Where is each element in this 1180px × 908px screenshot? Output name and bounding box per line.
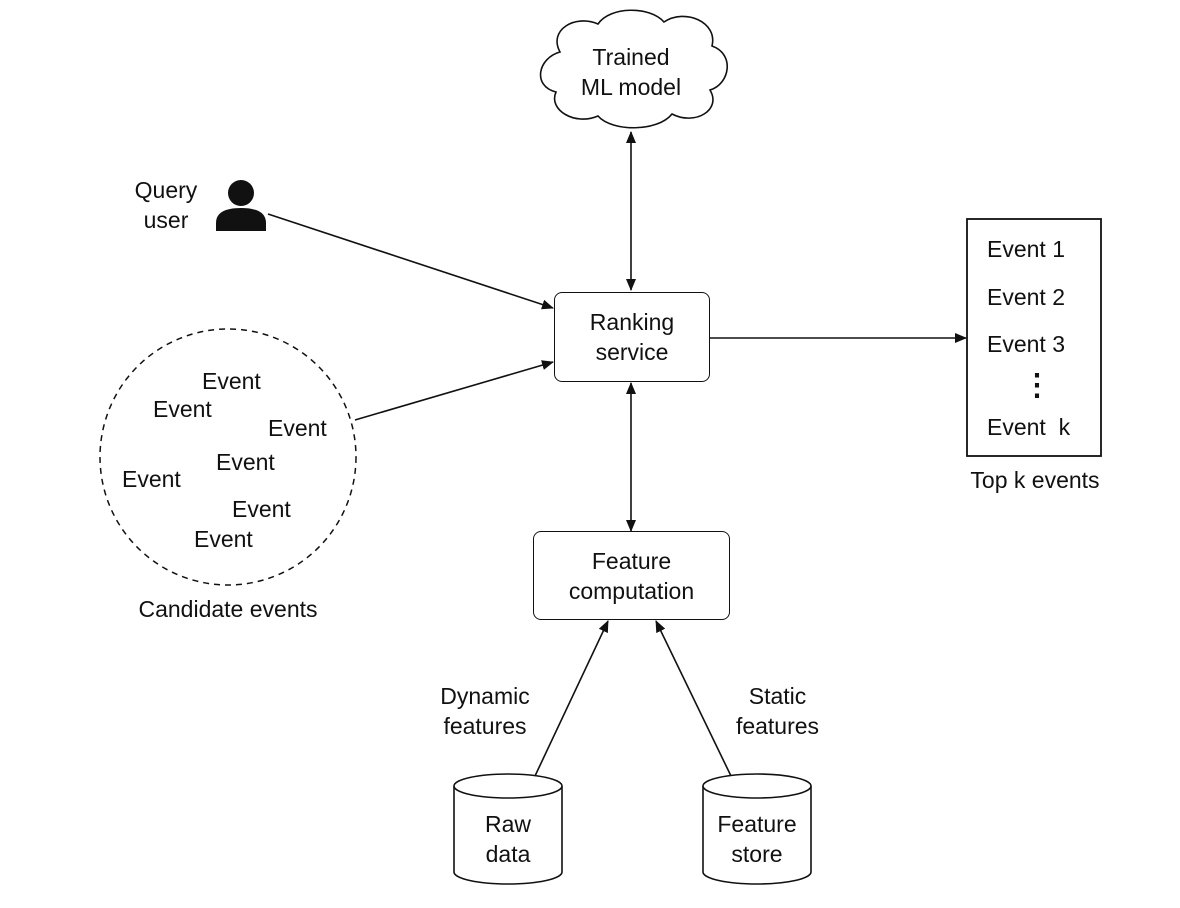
ranking-line2: service — [595, 339, 669, 365]
feature-store-line1: Feature — [717, 811, 797, 837]
query-user-line1: Query — [134, 177, 198, 203]
candidate-event: Event — [232, 496, 291, 522]
arrow-candidates-ranking — [354, 360, 554, 421]
feature-store-line2: store — [731, 841, 783, 867]
raw-data-line1: Raw — [484, 811, 531, 837]
candidate-event: Event — [122, 466, 181, 492]
feature-store-cylinder — [702, 773, 812, 885]
cloud-shape — [539, 9, 729, 129]
arrow-rawdata-features — [534, 620, 609, 777]
top-k-caption: Top k events — [970, 467, 1100, 493]
candidate-event: Event — [268, 415, 327, 441]
static-line1: Static — [748, 683, 807, 709]
static-line2: features — [735, 713, 820, 739]
model-label: Trained ML model — [560, 42, 702, 102]
top-k-item: Event 2 — [987, 284, 1065, 310]
top-k-ellipsis: ⋮ — [1022, 369, 1052, 402]
top-k-box — [966, 218, 1102, 457]
candidate-event: Event — [216, 449, 275, 475]
candidate-event: Event — [153, 396, 212, 422]
static-features-label: Static features — [720, 681, 835, 741]
raw-data-label: Raw data — [454, 809, 562, 869]
arrow-user-ranking — [267, 213, 554, 310]
ranking-line1: Ranking — [589, 309, 675, 335]
top-k-item: Event 1 — [987, 236, 1065, 262]
top-k-item: Event 3 — [987, 331, 1065, 357]
dynamic-line2: features — [443, 713, 527, 739]
arrow-featurestore-features — [655, 620, 732, 777]
candidate-events-circle — [99, 328, 357, 586]
candidate-event: Event — [202, 368, 261, 394]
raw-data-cylinder — [453, 773, 563, 885]
feature-computation-box: Feature computation — [533, 531, 730, 620]
feature-computation-line1: Feature — [591, 547, 672, 574]
top-k-item: Event k — [987, 414, 1071, 440]
model-label-line2: ML model — [580, 74, 682, 100]
ranking-service-box: Ranking service — [554, 292, 710, 382]
candidate-event: Event — [194, 526, 253, 552]
user-icon — [216, 180, 266, 231]
feature-store-label: Feature store — [703, 809, 811, 869]
query-user-line2: user — [143, 207, 189, 233]
candidate-events-caption: Candidate events — [138, 596, 318, 622]
dynamic-line1: Dynamic — [440, 683, 530, 709]
dynamic-features-label: Dynamic features — [425, 681, 545, 741]
query-user-label: Query user — [120, 175, 212, 235]
feature-computation-line2: computation — [568, 577, 695, 604]
raw-data-line2: data — [485, 841, 531, 867]
model-label-line1: Trained — [592, 44, 670, 70]
